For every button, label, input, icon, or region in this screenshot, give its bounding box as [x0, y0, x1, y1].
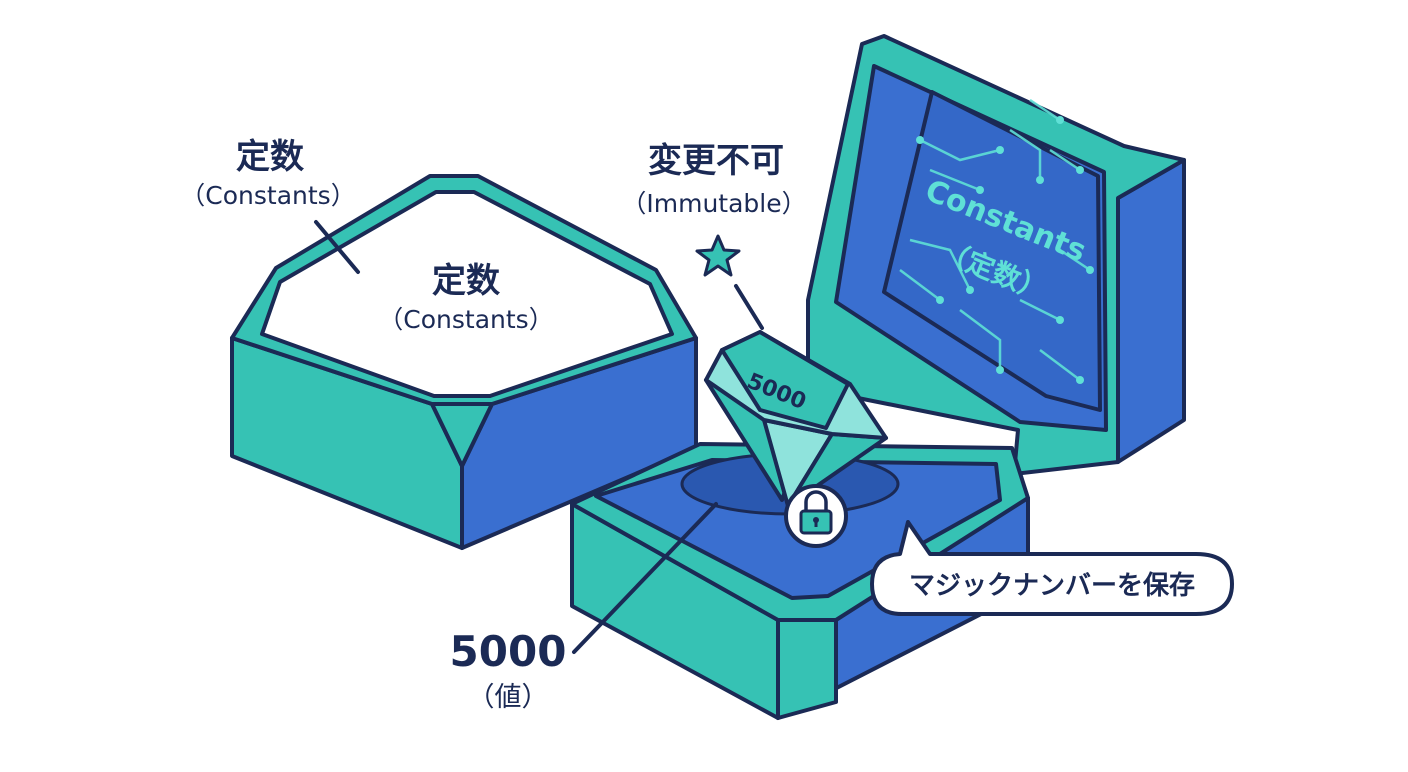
speech-bubble-text: マジックナンバーを保存 — [909, 571, 1195, 601]
value-number: 5000 — [450, 627, 567, 676]
immutable-label-en: （Immutable） — [621, 189, 806, 218]
left-label-en: （Constants） — [180, 181, 355, 210]
callout-line-immutable — [734, 284, 764, 330]
circuit-nodes — [916, 116, 1094, 384]
star-icon — [695, 234, 741, 277]
closed-box-lid-top — [260, 190, 674, 398]
circuit-traces — [899, 98, 1091, 381]
lock-icon — [784, 484, 848, 548]
lid-screen — [882, 90, 1102, 412]
open-box-lid — [806, 34, 1186, 476]
lid-label-en: （Constants） — [378, 305, 553, 334]
callout-line-value — [572, 502, 718, 654]
left-label-jp: 定数 — [236, 137, 304, 177]
callout-lines — [314, 220, 764, 654]
gem-table — [720, 330, 850, 430]
immutable-label-jp: 変更不可 — [648, 141, 784, 181]
speech-bubble: マジックナンバーを保存 — [870, 520, 1234, 616]
lid-label-jp: 定数 — [432, 261, 500, 301]
callout-line-constants — [314, 220, 360, 274]
value-caption: （値） — [468, 682, 549, 713]
base-corner-bevel — [776, 618, 838, 720]
lid-outer-side — [1116, 158, 1186, 464]
closed-box — [230, 174, 698, 550]
